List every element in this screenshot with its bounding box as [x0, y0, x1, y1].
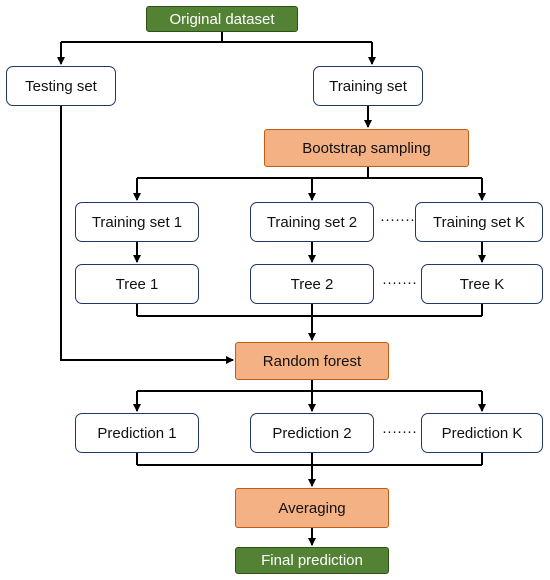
training-set-2-label: Training set 2 [266, 213, 358, 231]
testing-set-label: Testing set [25, 77, 97, 95]
prediction-2-label: Prediction 2 [272, 424, 352, 442]
tree-2-box: Tree 2 [250, 264, 374, 304]
bootstrap-sampling-box: Bootstrap sampling [264, 129, 469, 167]
tree-k-box: Tree K [421, 264, 543, 304]
testing-set-box: Testing set [6, 66, 116, 106]
training-set-k-label: Training set K [433, 213, 525, 231]
predictions-ellipsis: ······· [382, 423, 417, 440]
training-set-1-label: Training set 1 [91, 213, 183, 231]
training-set-2-box: Training set 2 [250, 202, 374, 242]
prediction-k-box: Prediction K [421, 413, 543, 453]
original-dataset-box: Original dataset [146, 6, 298, 32]
arrow-testing-to-random-forest [60, 105, 234, 364]
averaging-label: Averaging [278, 499, 346, 517]
prediction-1-box: Prediction 1 [75, 413, 199, 453]
training-set-k-box: Training set K [415, 202, 543, 242]
averaging-box: Averaging [235, 488, 389, 528]
training-set-label: Training set [329, 77, 407, 95]
prediction-k-label: Prediction K [441, 424, 523, 442]
bootstrap-sampling-label: Bootstrap sampling [302, 139, 431, 157]
final-prediction-box: Final prediction [235, 547, 389, 574]
final-prediction-label: Final prediction [261, 552, 363, 569]
random-forest-box: Random forest [235, 342, 389, 380]
original-dataset-label: Original dataset [169, 10, 275, 28]
trees-ellipsis: ······· [382, 274, 417, 291]
random-forest-label: Random forest [262, 352, 362, 370]
training-set-box: Training set [313, 66, 423, 106]
tree-2-label: Tree 2 [290, 275, 334, 293]
tree-1-label: Tree 1 [115, 275, 159, 293]
training-sets-ellipsis: ······· [380, 211, 415, 228]
tree-k-label: Tree K [459, 275, 505, 293]
tree-1-box: Tree 1 [75, 264, 199, 304]
prediction-2-box: Prediction 2 [250, 413, 374, 453]
training-set-1-box: Training set 1 [75, 202, 199, 242]
prediction-1-label: Prediction 1 [97, 424, 177, 442]
